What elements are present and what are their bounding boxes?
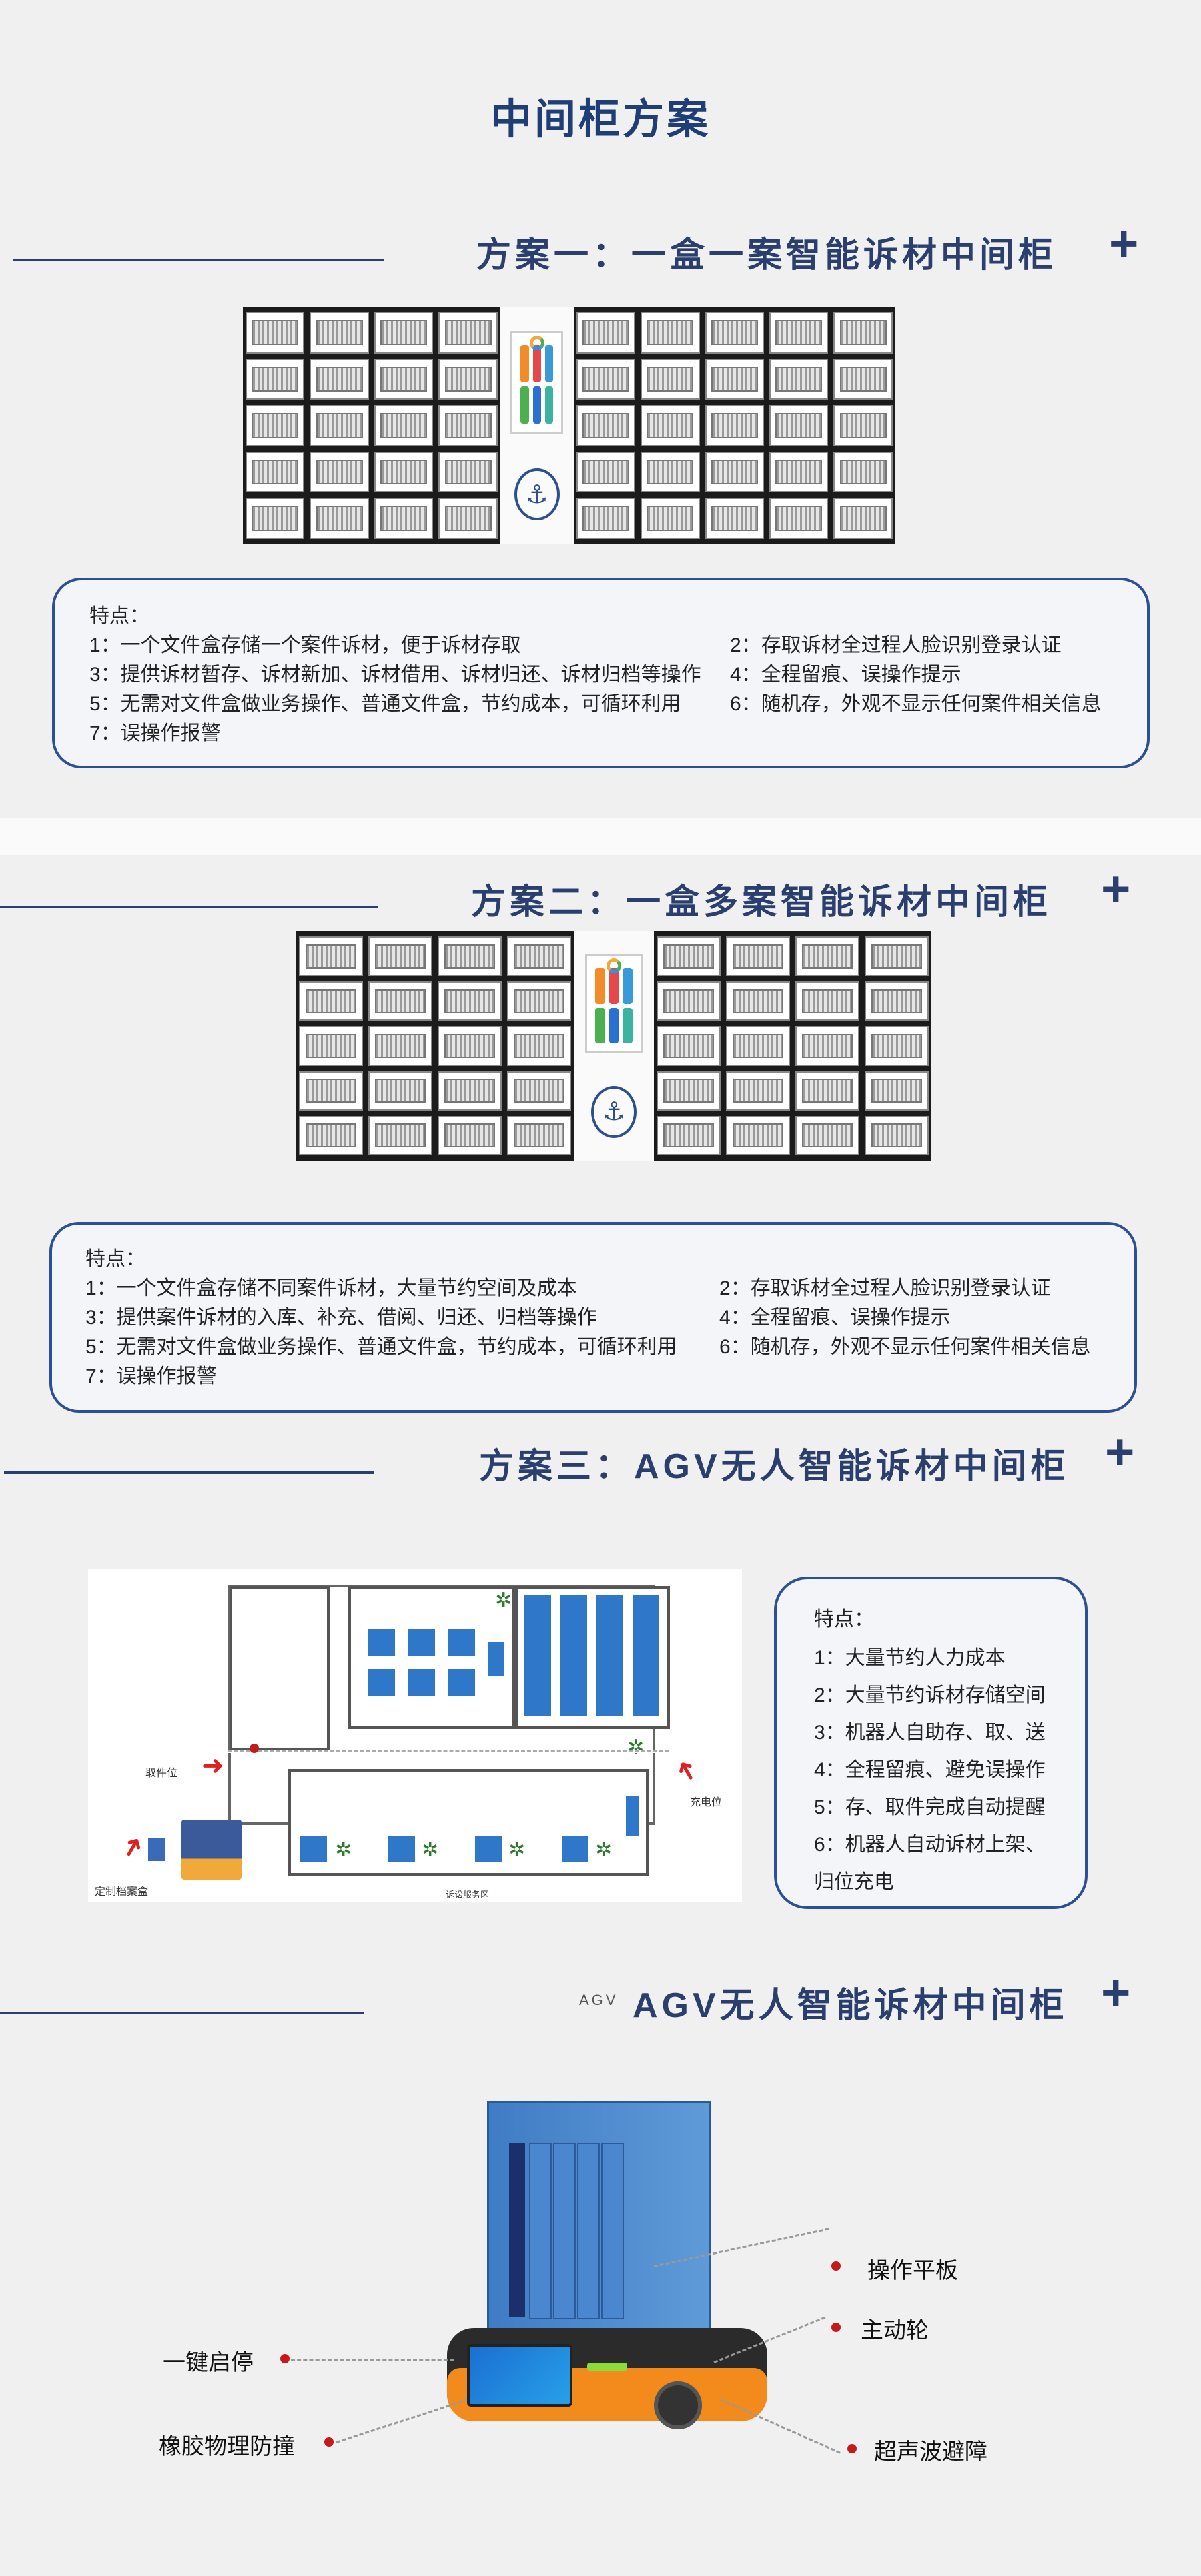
feature-item: 2：大量节约诉材存储空间	[814, 1684, 1046, 1706]
section-title: AGV无人智能诉材中间柜	[633, 1986, 1068, 2025]
callout-dot	[831, 2323, 841, 2332]
features-heading: 特点：	[85, 1248, 145, 1270]
callout-sonar: 超声波避障	[874, 2439, 987, 2465]
feature-item: 6：随机存，外观不显示任何案件相关信息	[719, 1336, 1091, 1358]
section-title: 方案二：一盒多案智能诉材中间柜	[471, 883, 1052, 922]
expand-plus-icon[interactable]: +	[1101, 861, 1131, 918]
plant-icon: ✲	[627, 1736, 645, 1758]
terminal-panel: ⚓	[574, 931, 654, 1161]
section-divider	[0, 906, 378, 908]
feature-item: 3：提供诉材暂存、诉材新加、诉材借用、诉材归还、诉材归档等操作	[89, 664, 701, 686]
restroom-area	[230, 1586, 330, 1750]
status-light	[587, 2363, 627, 2371]
callout-bumper: 橡胶物理防撞	[159, 2434, 295, 2459]
callout-line	[291, 2359, 454, 2361]
features-box	[52, 578, 1150, 768]
section-title: 方案一：一盒一案智能诉材中间柜	[476, 236, 1058, 275]
callout-dot	[831, 2261, 841, 2271]
feature-item: 5：无需对文件盒做业务操作、普通文件盒，节约成本，可循环利用	[85, 1336, 677, 1358]
feature-item: 6：机器人自动诉材上架、	[814, 1834, 1046, 1856]
section-separator	[0, 818, 1201, 855]
features-heading: 特点：	[89, 605, 149, 627]
callout-dot	[847, 2444, 857, 2453]
feature-item: 2：存取诉材全过程人脸识别登录认证	[730, 634, 1062, 656]
callout-drive: 主动轮	[861, 2318, 929, 2343]
feature-item: 4：全程留痕、避免误操作	[814, 1759, 1046, 1781]
callout-tablet: 操作平板	[867, 2258, 958, 2283]
feature-item: 4：全程留痕、误操作提示	[730, 664, 961, 686]
plant-icon: ✲	[495, 1589, 512, 1612]
court-emblem-icon: ⚓	[514, 468, 560, 521]
expand-plus-icon[interactable]: +	[1101, 1964, 1131, 2021]
section-title: 方案三：AGV无人智能诉材中间柜	[479, 1447, 1070, 1486]
agv-robot-small-icon	[181, 1820, 242, 1880]
feature-item: 归位充电	[814, 1871, 894, 1893]
page-title: 中间柜方案	[490, 97, 711, 143]
feature-item: 1：一个文件盒存储一个案件诉材，便于诉材存取	[89, 634, 521, 656]
section-divider	[4, 1471, 374, 1474]
arrow-icon: ➜	[114, 1830, 151, 1864]
location-dot	[250, 1744, 259, 1753]
feature-item: 1：大量节约人力成本	[814, 1647, 1006, 1669]
cabinet-image: ⚓	[243, 307, 895, 544]
plant-icon: ✲	[595, 1839, 613, 1861]
arrow-icon: ➜	[668, 1754, 705, 1788]
callout-dot	[280, 2354, 290, 2363]
drive-wheel-icon	[654, 2381, 702, 2429]
feature-item: 2：存取诉材全过程人脸识别登录认证	[719, 1277, 1051, 1299]
custom-box-label: 定制档案盒	[95, 1886, 149, 1898]
features-box	[49, 1222, 1137, 1413]
expand-plus-icon[interactable]: +	[1109, 215, 1139, 272]
corridor-line	[228, 1750, 669, 1753]
plant-icon: ✲	[422, 1839, 439, 1861]
feature-item: 3：机器人自助存、取、送	[814, 1722, 1046, 1744]
feature-item: 5：存、取件完成自动提醒	[814, 1796, 1046, 1818]
touch-screen-icon	[584, 954, 643, 1054]
plant-icon: ✲	[508, 1839, 526, 1861]
feature-item: 3：提供案件诉材的入库、补充、借阅、归还、归档等操作	[85, 1307, 597, 1329]
charge-label: 充电位	[690, 1797, 723, 1808]
feature-item: 7：误操作报警	[85, 1365, 217, 1387]
arrow-icon: ➜	[202, 1751, 224, 1780]
section-divider	[0, 2012, 364, 2014]
robot-cabinet	[487, 2101, 711, 2332]
corridor-label: 诉讼服务区	[446, 1890, 490, 1900]
touch-screen-icon	[510, 330, 564, 434]
feature-item: 5：无需对文件盒做业务操作、普通文件盒，节约成本，可循环利用	[89, 693, 681, 715]
expand-plus-icon[interactable]: +	[1105, 1424, 1135, 1481]
agv-robot-image	[427, 2088, 801, 2475]
callout-dot	[324, 2437, 334, 2447]
agv-floor-plan: ✲ ✲ ✲ ✲ ✲ ✲ 取件位 充电位 定制档案盒 诉讼服务区 ➜ ➜ ➜	[88, 1569, 742, 1902]
archive-box-icon	[148, 1838, 165, 1861]
section-divider	[13, 259, 384, 261]
features-box	[774, 1577, 1088, 1909]
callout-start: 一键启停	[163, 2350, 254, 2375]
feature-item: 6：随机存，外观不显示任何案件相关信息	[730, 693, 1102, 715]
features-heading: 特点：	[814, 1608, 874, 1630]
feature-item: 7：误操作报警	[89, 722, 221, 744]
terminal-panel: ⚓	[500, 307, 574, 544]
tablet-screen-icon	[467, 2344, 572, 2407]
section-prefix: AGV	[579, 1992, 619, 2008]
feature-item: 1：一个文件盒存储不同案件诉材，大量节约空间及成本	[85, 1277, 577, 1299]
office-area	[348, 1586, 515, 1729]
court-emblem-icon: ⚓	[591, 1085, 637, 1138]
plant-icon: ✲	[335, 1839, 352, 1861]
cabinet-corridor	[288, 1769, 649, 1876]
feature-item: 4：全程留痕、误操作提示	[719, 1307, 951, 1329]
cabinet-image: ⚓	[296, 931, 931, 1161]
pickup-label: 取件位	[145, 1768, 178, 1779]
